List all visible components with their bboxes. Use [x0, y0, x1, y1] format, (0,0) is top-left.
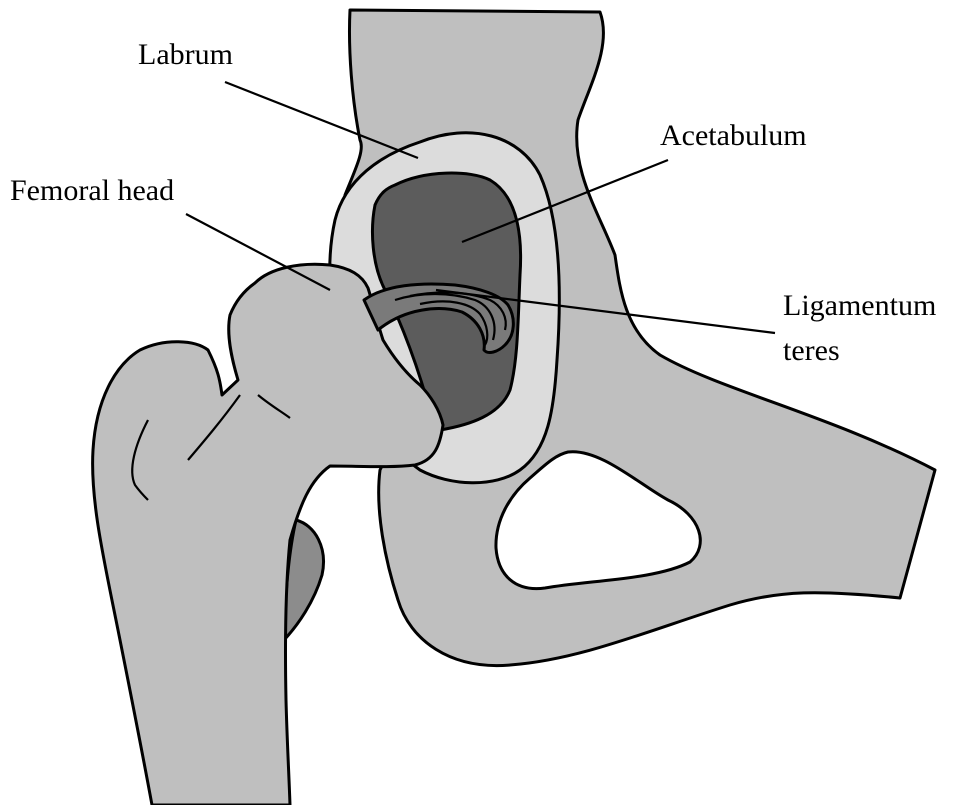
ligamentum-teres-label-line1: Ligamentum: [783, 289, 936, 322]
labrum-label: Labrum: [138, 38, 233, 71]
acetabulum-label: Acetabulum: [660, 119, 807, 152]
ligamentum-teres-label-line2: teres: [783, 334, 840, 367]
femoral-head-label: Femoral head: [10, 174, 174, 207]
